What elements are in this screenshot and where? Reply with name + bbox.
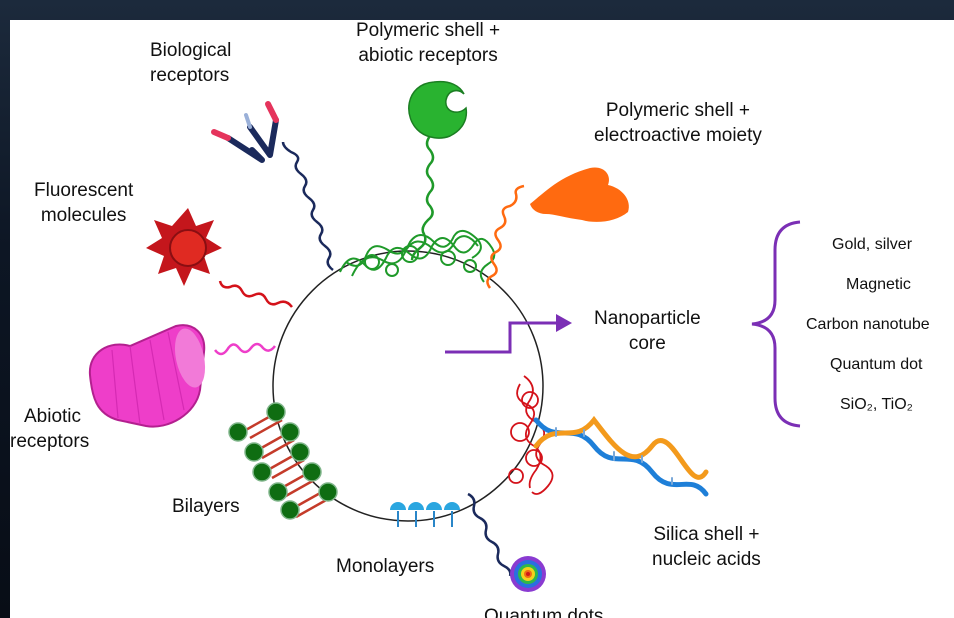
core-type-item: Gold, silver (832, 236, 912, 254)
core-type-item: Quantum dot (830, 356, 923, 374)
core-type-item: SiO₂, TiO₂ (840, 396, 913, 414)
core-type-item: Magnetic (846, 276, 911, 294)
core-type-item: Carbon nanotube (806, 316, 930, 334)
